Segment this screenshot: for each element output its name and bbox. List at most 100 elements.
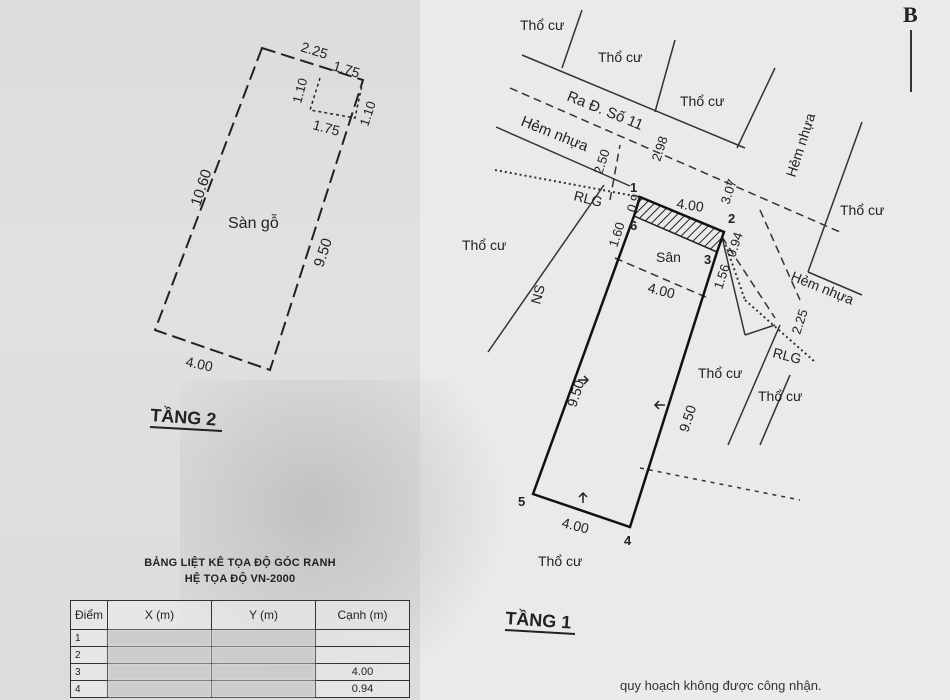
rlg-line-left [494,169,641,198]
point-6: 6 [630,218,637,233]
point-3: 3 [704,252,711,267]
coord-table-title: BẢNG LIỆT KÊ TỌA ĐỘ GÓC RANH HỆ TỌA ĐỘ V… [115,555,365,587]
lot-line [561,9,583,69]
label-tho-cu-2: Thổ cư [598,49,642,65]
row-point: 2 [69,646,109,664]
table-row: 1 [69,629,411,647]
label-tho-cu-7: Thổ cư [758,388,802,404]
dim-guide [609,144,621,201]
dim-notch-bottom: 1.75 [311,116,342,139]
floor-1-labels: Thổ cư Thổ cư Thổ cư Thổ cư Thổ cư Thổ c… [462,17,884,635]
row-edge: 0.94 [314,680,411,698]
label-ns: NS [527,283,547,306]
dim-9-50-left: 9.50 [564,378,588,409]
coord-table-title-line2: HỆ TỌA ĐỘ VN-2000 [184,573,296,585]
floor-1-dashed-lines [509,87,841,501]
dim-0-94: 0.94 [724,230,746,259]
label-road: Ra Đ. Số 11 [565,88,646,134]
table-row: 3 4.00 [69,663,411,681]
floor-2-notch [309,77,364,119]
label-san: Sân [656,249,681,265]
row-edge: 4.00 [314,663,411,681]
floor-2-labels: 2.25 1.75 1.10 1.10 1.75 10.60 9.50 4.00… [149,39,379,432]
label-rlg-right: RLG [771,344,803,366]
corner-divider [910,30,912,92]
lot-line [654,39,676,113]
arrow-icon [653,400,665,410]
floor-2-plan [153,46,365,372]
room-label-wood-floor: Sàn gỗ [228,213,279,232]
road-edge-lower [495,126,631,187]
arrow-icon [578,375,590,385]
road-centerline [509,87,841,233]
row-edge [314,646,411,664]
floor-2-title: TẦNG 2 [150,404,217,430]
label-rlg-left: RLG [572,187,604,209]
label-tho-cu-5: Thổ cư [462,237,506,253]
dim-9-50-right: 9.50 [676,403,700,434]
dim-bottom: 4.00 [184,353,214,374]
floor-1-title: TẦNG 1 [505,607,572,633]
row-x [107,646,212,664]
dim-top-left: 2.25 [299,39,330,62]
row-x [107,680,212,698]
dim-top-right: 1.75 [331,58,362,81]
floor-1-dotted-lines [494,169,816,363]
setback-line [614,257,709,299]
lot-line [807,121,863,273]
dim-0-9: 0.9 [624,192,644,214]
dim-notch-left: 1.10 [289,76,310,104]
row-y [211,663,316,681]
table-row: 2 [69,646,411,664]
setback-line [721,236,776,319]
coord-table-header: Điểm X (m) Y (m) Cạnh (m) [69,600,411,630]
entrance-arrows [578,375,665,503]
lot-line [727,324,781,446]
dim-2-25: 2.25 [789,307,811,336]
label-hem-nhua-2: Hẻm nhựa [783,111,819,179]
row-x [107,663,212,681]
coord-table-title-line1: BẢNG LIỆT KÊ TỌA ĐỘ GÓC RANH [144,557,336,569]
dim-right-side: 9.50 [311,236,336,269]
header-x: X (m) [107,600,212,630]
corner-letter: B [903,2,918,27]
lot-line-dashed [639,467,801,501]
point-1: 1 [630,180,637,195]
boundary-line [721,236,746,336]
dim-1-56: 1.56 [711,262,733,291]
dim-4-00-bottom: 4.00 [560,514,591,536]
row-edge [314,629,411,647]
label-tho-cu-3: Thổ cư [680,93,724,109]
header-y: Y (m) [211,600,316,630]
row-y [211,680,316,698]
dim-3-07: 3.07 [718,177,740,206]
lot-line [807,271,863,296]
floor-1-title-underline [504,629,576,635]
rlg-line-right-2 [744,299,816,363]
point-5: 5 [518,494,525,509]
dim-2-98: 2.98 [649,134,671,163]
header-edge: Cạnh (m) [314,600,411,630]
dim-4-00-mid: 4.00 [646,279,677,301]
row-y [211,646,316,664]
road-edge-upper [521,54,746,149]
lot-line [487,184,605,353]
lot-line [759,374,791,446]
alley-edge [759,209,801,301]
floor-2-outline [153,46,365,372]
row-point: 3 [69,663,109,681]
dim-left-side: 10.60 [188,167,216,208]
label-tho-cu-6: Thổ cư [698,365,742,381]
dim-1-60: 1.60 [606,220,628,249]
arrow-icon [578,491,588,503]
rlg-line-right [723,239,746,301]
coord-table: Điểm X (m) Y (m) Cạnh (m) 1 2 [69,600,411,698]
point-2: 2 [728,211,735,226]
floor-2-title-underline [149,426,223,432]
floor-1-lot-outline [531,195,726,529]
label-tho-cu-8: Thổ cư [538,553,582,569]
label-tho-cu-4: Thổ cư [840,202,884,218]
label-hem-nhua-1: Hẻm nhựa [519,113,592,156]
row-point: 1 [69,629,109,647]
